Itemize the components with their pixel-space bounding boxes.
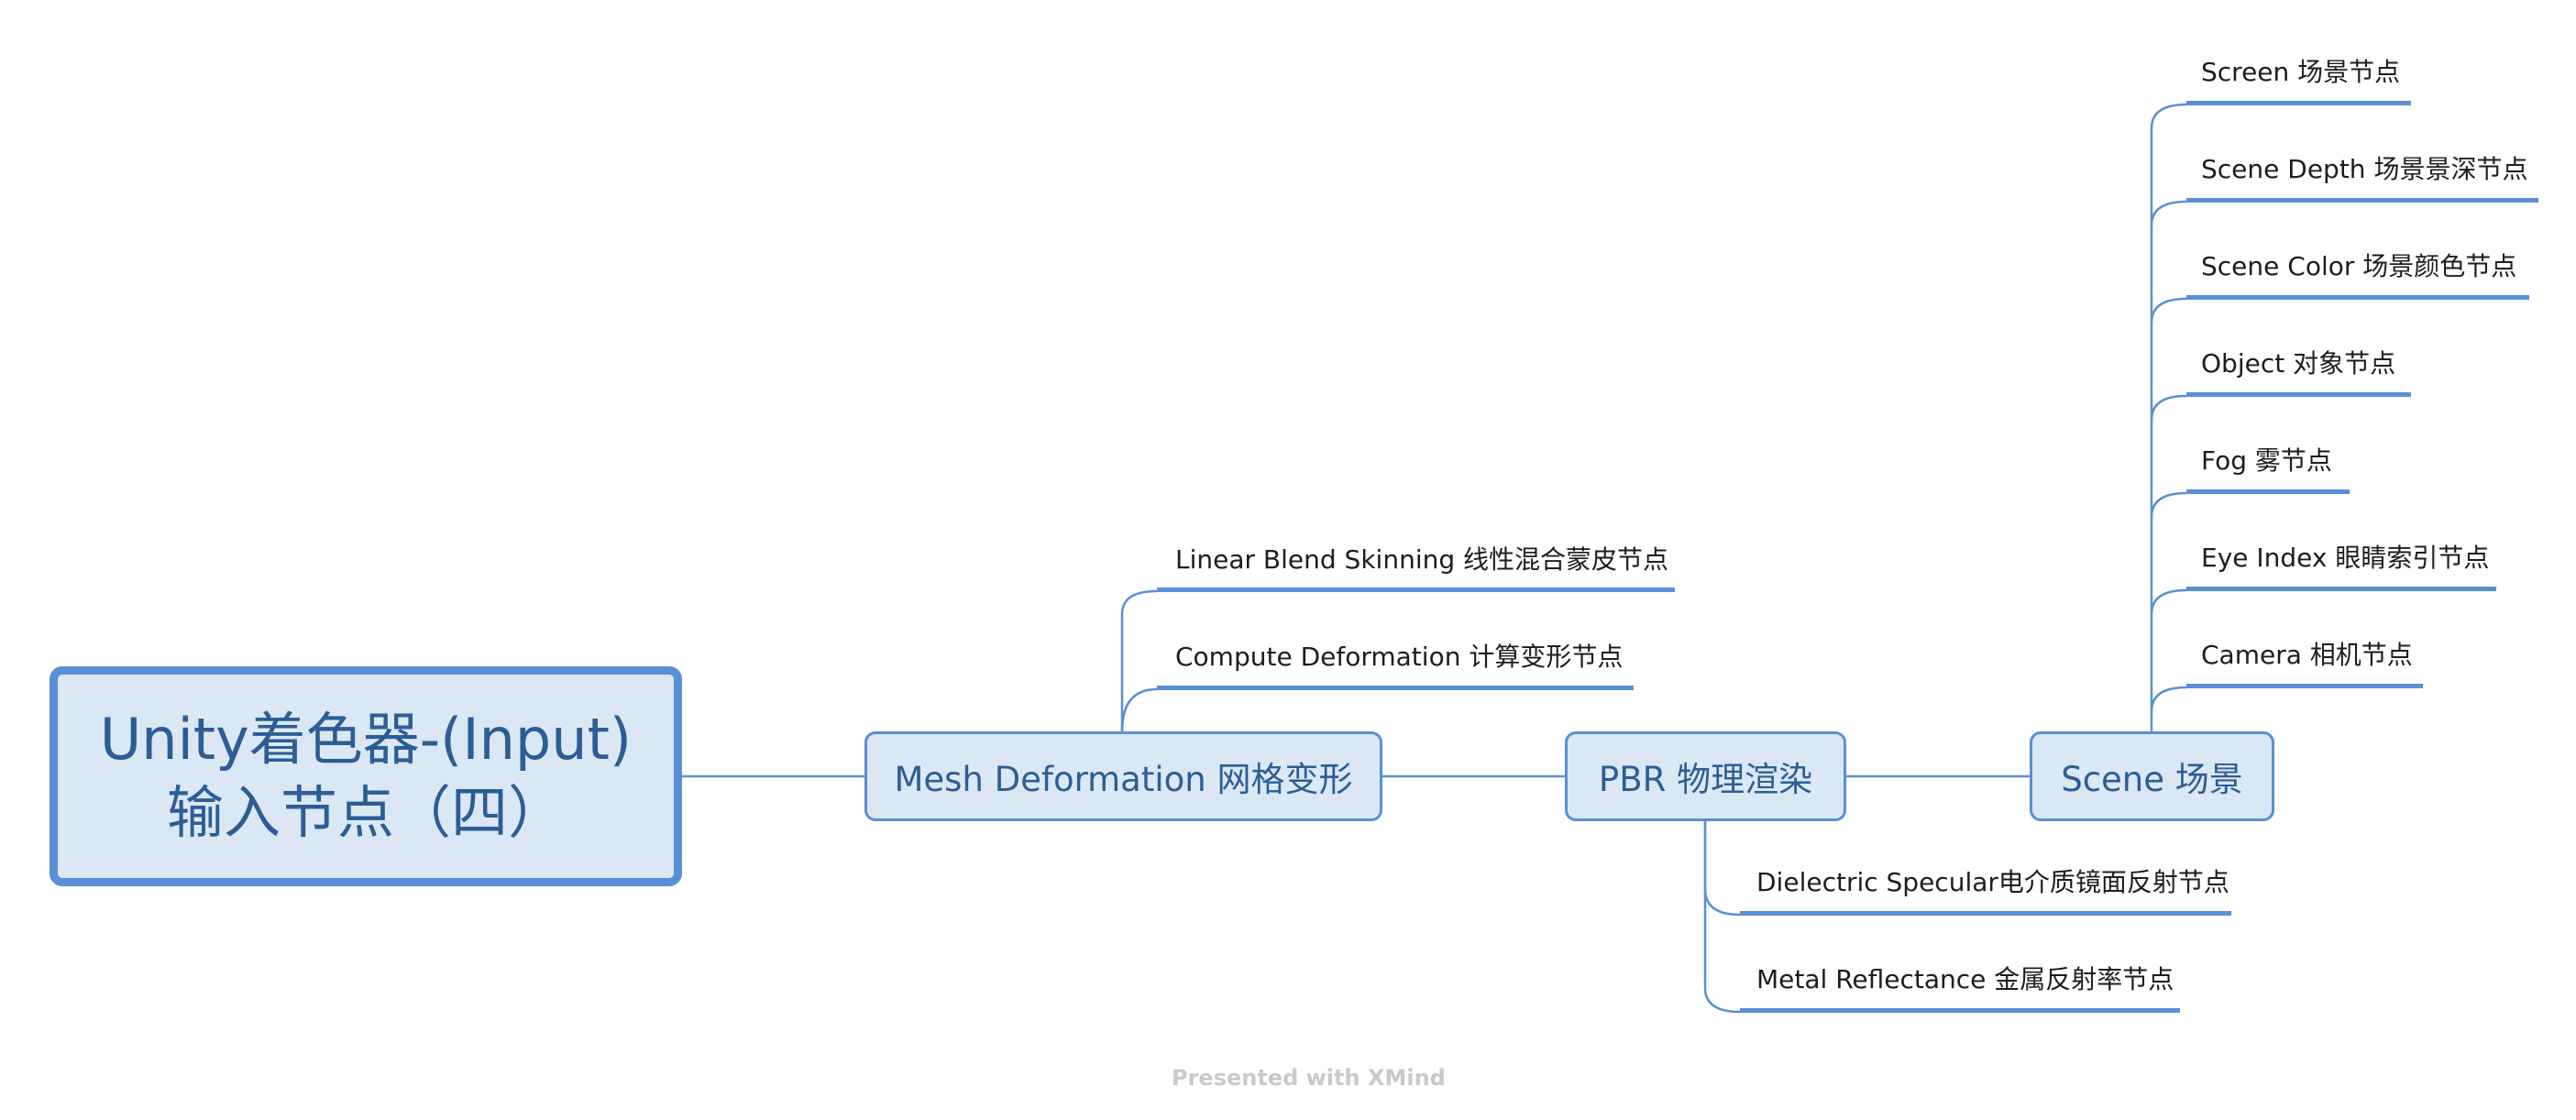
presented-with-xmind-credit: Presented with XMind	[1172, 1065, 1446, 1091]
subtopic-underline	[2186, 295, 2529, 300]
link-scene-child-2	[2150, 200, 2187, 226]
subtopic-underline	[1740, 1008, 2180, 1013]
link-scene-child-3	[2150, 297, 2187, 324]
subtopic-screen[interactable]: Screen 场景节点	[2201, 57, 2401, 87]
subtopic-scene-color[interactable]: Scene Color 场景颜色节点	[2201, 251, 2517, 281]
subtopic-scene-depth[interactable]: Scene Depth 场景景深节点	[2201, 154, 2528, 184]
subtopic-underline	[1740, 911, 2231, 916]
topic-scene[interactable]: Scene 场景	[2030, 731, 2274, 821]
subtopic-eye-index[interactable]: Eye Index 眼睛索引节点	[2201, 543, 2490, 573]
link-scene-child-5	[2150, 491, 2187, 518]
subtopic-underline	[1157, 686, 1634, 690]
subtopic-underline	[2186, 587, 2496, 591]
subtopic-metal-reflectance[interactable]: Metal Reflectance 金属反射率节点	[1756, 964, 2174, 994]
topic-mesh-deformation[interactable]: Mesh Deformation 网格变形	[864, 731, 1382, 821]
link-scene-child-7	[2150, 686, 2187, 712]
link-scene-child-6	[2150, 588, 2187, 615]
subtopic-underline	[2186, 101, 2411, 105]
subtopic-dielectric-specular[interactable]: Dielectric Specular电介质镜面反射节点	[1756, 867, 2229, 897]
subtopic-fog[interactable]: Fog 雾节点	[2201, 445, 2332, 476]
link-mesh-child-2	[1120, 687, 1158, 732]
subtopic-camera[interactable]: Camera 相机节点	[2201, 640, 2413, 670]
subtopic-linear-blend-skinning[interactable]: Linear Blend Skinning 线性混合蒙皮节点	[1175, 544, 1669, 575]
root-title-line-1: Unity着色器-(Input)	[99, 706, 633, 773]
subtopic-underline	[1157, 587, 1675, 592]
link-pbr-child-1	[1703, 821, 1741, 917]
link-mesh-child-1	[1120, 589, 1158, 731]
subtopic-underline	[2186, 392, 2411, 397]
subtopic-underline	[2186, 684, 2423, 688]
subtopic-underline	[2186, 489, 2350, 494]
link-scene-child-4	[2150, 394, 2187, 421]
subtopic-compute-deformation[interactable]: Compute Deformation 计算变形节点	[1175, 642, 1624, 672]
topic-pbr[interactable]: PBR 物理渲染	[1565, 731, 1846, 821]
root-title-line-2: 输入节点（四）	[166, 779, 565, 846]
link-scene-trunk	[2150, 103, 2187, 731]
root-topic[interactable]: Unity着色器-(Input) 输入节点（四）	[50, 666, 682, 886]
subtopic-underline	[2186, 198, 2538, 203]
link-pbr-child-2	[1703, 821, 1741, 1014]
subtopic-object[interactable]: Object 对象节点	[2201, 348, 2396, 379]
